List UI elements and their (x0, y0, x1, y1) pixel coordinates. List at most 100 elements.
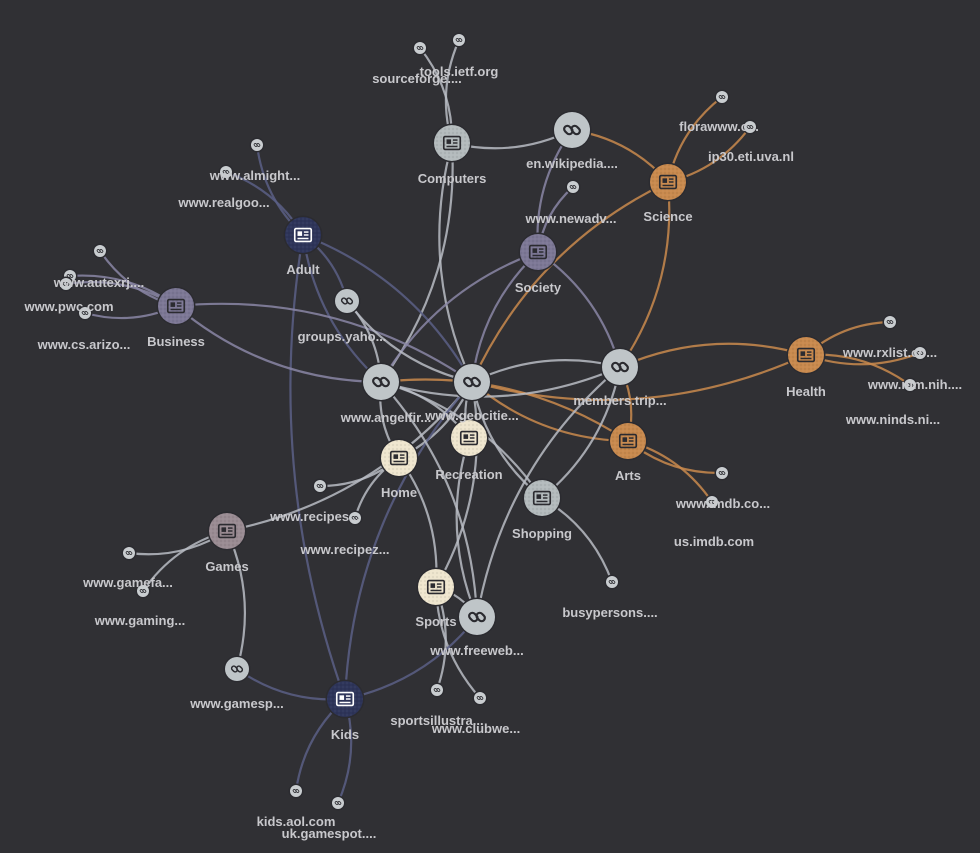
node-freeweb[interactable] (457, 597, 497, 637)
node-texture (327, 681, 363, 717)
node-ukgames[interactable] (330, 795, 346, 811)
label-pwc: www.pwc.com (23, 299, 113, 314)
label-freeweb: www.freeweb... (429, 643, 523, 658)
node-busyp[interactable] (604, 574, 620, 590)
node-texture (524, 480, 560, 516)
label-gamefa: www.gamefa... (82, 575, 173, 590)
node-kids[interactable] (325, 679, 365, 719)
label-adult: Adult (286, 262, 320, 277)
label-shopping: Shopping (512, 526, 572, 541)
node-ip30[interactable] (742, 119, 758, 135)
node-arts[interactable] (608, 421, 648, 461)
edge-games-gamesp (225, 530, 247, 670)
node-nlm[interactable] (912, 345, 928, 361)
label-wikipedia: en.wikipedia.... (526, 156, 618, 171)
node-games[interactable] (207, 511, 247, 551)
node-texture (209, 513, 245, 549)
edge-sports-geocities (435, 381, 478, 588)
node-clubwe[interactable] (472, 690, 488, 706)
label-geocities: www.geocitie... (424, 408, 518, 423)
label-recipez: www.recipez... (299, 542, 389, 557)
label-business: Business (147, 334, 205, 349)
edge-arts-geocities (471, 381, 629, 443)
node-recipez[interactable] (347, 510, 363, 526)
node-texture (434, 125, 470, 161)
node-business[interactable] (156, 286, 196, 326)
edge-adult-angelfire (301, 234, 382, 383)
label-newadv: www.newadv... (524, 211, 616, 226)
label-ip30: ip30.eti.uva.nl (708, 149, 794, 164)
edge-members-angelfire (380, 365, 621, 398)
node-gamesp[interactable] (223, 655, 251, 683)
node-imdbco[interactable] (714, 465, 730, 481)
node-groups[interactable] (333, 287, 361, 315)
label-groups: groups.yaho... (298, 329, 387, 344)
label-imdbco: www.imdb.co... (675, 496, 770, 511)
node-texture (788, 337, 824, 373)
node-ietf[interactable] (451, 32, 467, 48)
label-gamesp: www.gamesp... (189, 696, 283, 711)
node-arizona[interactable] (77, 305, 93, 321)
node-angelfire[interactable] (361, 362, 401, 402)
node-recreation[interactable] (449, 418, 489, 458)
edge-adult-geocities (302, 233, 473, 383)
edge-business-geocities (175, 302, 473, 383)
node-gamefa[interactable] (121, 545, 137, 561)
edge-health-members (619, 342, 807, 369)
node-biz4[interactable] (58, 276, 74, 292)
node-geocities[interactable] (452, 362, 492, 402)
label-almight: www.almight... (209, 168, 301, 183)
node-flora[interactable] (714, 89, 730, 105)
node-sportsill[interactable] (429, 682, 445, 698)
label-angelfire: www.angelfir... (340, 410, 432, 425)
label-recreation: Recreation (435, 467, 502, 482)
node-texture (451, 420, 487, 456)
node-texture (650, 164, 686, 200)
edge-society-angelfire (380, 250, 539, 383)
edge-kids-freeweb (344, 616, 478, 701)
label-autex: www.autexrj.... (53, 275, 145, 290)
label-members: members.trip... (573, 393, 666, 408)
node-autex[interactable] (92, 243, 108, 259)
label-clubwe: www.clubwe... (431, 721, 520, 736)
edge-computers-geocities (438, 142, 474, 383)
node-rxlist[interactable] (882, 314, 898, 330)
node-society[interactable] (518, 232, 558, 272)
label-realgoo: www.realgoo... (177, 195, 269, 210)
labels-layer: ComputersAdultScienceSocietyBusinessHeal… (23, 64, 962, 841)
node-realgoo[interactable] (218, 164, 234, 180)
edge-freeweb-angelfire (380, 381, 479, 618)
edge-society-members (537, 251, 622, 368)
node-texture (285, 217, 321, 253)
node-health[interactable] (786, 335, 826, 375)
node-computers[interactable] (432, 123, 472, 163)
label-recipes1: www.recipes... (269, 509, 360, 524)
edge-members-geocities (471, 359, 621, 383)
label-society: Society (515, 280, 562, 295)
node-newadv[interactable] (565, 179, 581, 195)
node-usimdb[interactable] (704, 494, 720, 510)
node-almight[interactable] (249, 137, 265, 153)
node-sports[interactable] (416, 567, 456, 607)
node-wikipedia[interactable] (552, 110, 592, 150)
edge-games-geocities (226, 381, 473, 533)
label-nlm: www.nlm.nih.... (867, 377, 962, 392)
node-sourceforge[interactable] (412, 40, 428, 56)
node-texture (158, 288, 194, 324)
node-ninds[interactable] (902, 377, 918, 393)
node-recipes1[interactable] (312, 478, 328, 494)
edge-arts-angelfire (380, 378, 629, 442)
node-members[interactable] (600, 347, 640, 387)
node-texture (381, 440, 417, 476)
node-shopping[interactable] (522, 478, 562, 518)
label-arizona: www.cs.arizo... (37, 337, 131, 352)
node-adult[interactable] (283, 215, 323, 255)
nodes-layer (58, 32, 928, 811)
label-ukgames: uk.gamespot.... (282, 826, 377, 841)
node-home[interactable] (379, 438, 419, 478)
node-science[interactable] (648, 162, 688, 202)
node-kidsaol[interactable] (288, 783, 304, 799)
label-kidsaol: kids.aol.com (257, 814, 336, 829)
node-gaming[interactable] (135, 583, 151, 599)
edge-kids-geocities (343, 381, 473, 700)
